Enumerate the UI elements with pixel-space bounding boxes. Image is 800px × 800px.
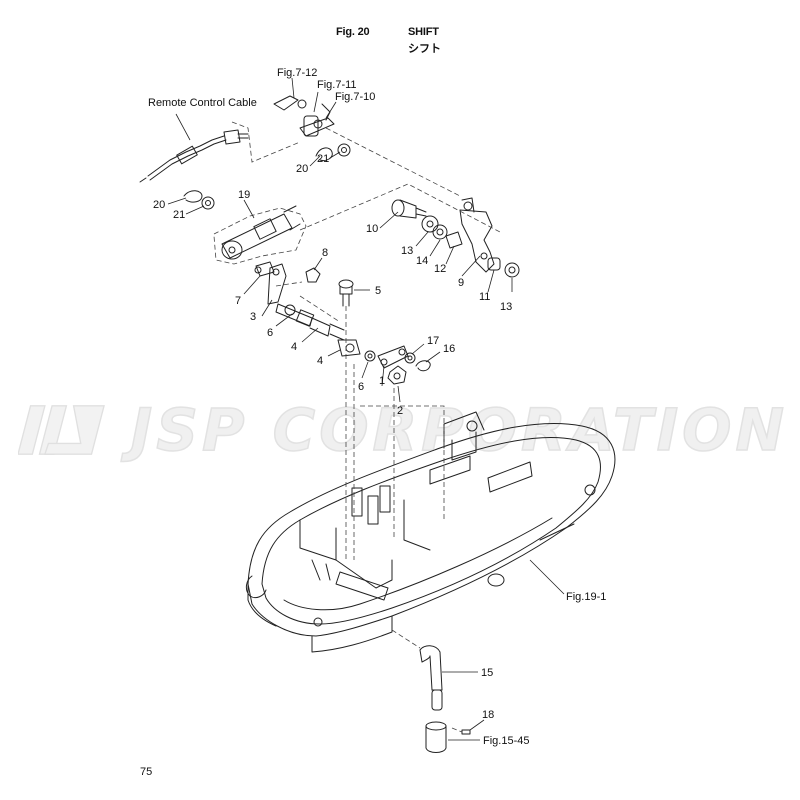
callout-17: 17 [427,335,439,347]
callout-21-upper: 21 [317,153,329,165]
label-remote-control-cable: Remote Control Cable [148,97,257,109]
figure-number: Fig. 20 [336,26,370,38]
callout-1: 1 [379,375,385,387]
figure-title: SHIFT [408,26,439,38]
label-fig-15-45: Fig.15-45 [483,735,529,747]
callout-6-upper: 6 [267,327,273,339]
callout-5: 5 [375,285,381,297]
callout-9: 9 [458,277,464,289]
washers-13-14-collar-12 [421,215,463,249]
nut-11-washer-13 [487,257,520,278]
callout-15: 15 [481,667,493,679]
label-fig-7-10: Fig.7-10 [335,91,375,103]
part-5-bolt [338,279,354,307]
callout-3: 3 [250,311,256,323]
callout-21-left: 21 [173,209,185,221]
callout-14: 14 [416,255,428,267]
part-3-bracket [267,263,287,305]
watermark-text: JSP CORPORATION [130,395,788,465]
part-10-bolt [391,199,427,219]
part-9-shift-lever [459,197,495,273]
part-callouts: 1 2 3 4 4 5 6 6 7 8 9 10 11 12 13 13 14 … [148,67,606,747]
part-1-link-plate [377,345,409,369]
part-15-hose [419,645,443,711]
callout-20-left: 20 [153,199,165,211]
page-number: 75 [140,766,153,778]
figure-title-japanese: シフト [408,43,441,55]
clip-washer-upper [315,143,351,161]
callout-19: 19 [238,189,250,201]
callout-10: 10 [366,223,378,235]
watermark: JSP CORPORATION [18,390,788,470]
callout-13-right: 13 [500,301,512,313]
part-7-pin [254,261,275,277]
part-8-nut [305,267,321,283]
washer-17-clip-16 [404,352,431,372]
callout-13-left: 13 [401,245,413,257]
callout-7: 7 [235,295,241,307]
part-4-6-link-rod [275,303,345,341]
callout-4-lower: 4 [317,355,323,367]
leader-lines [167,77,565,741]
assembly-guide-lines [213,121,501,733]
callout-4-upper: 4 [291,341,297,353]
clip-washer-left [183,190,215,210]
callout-18: 18 [482,709,494,721]
part-2-nut [387,365,407,385]
lower-cowling [245,411,616,653]
callout-16: 16 [443,343,455,355]
remote-control-cable [139,129,249,183]
callout-12: 12 [434,263,446,275]
lower-shift-fitting [425,721,471,753]
shift-rod-link-upper [273,95,335,137]
label-fig-7-11: Fig.7-11 [317,79,357,91]
callout-6-lower: 6 [358,381,364,393]
callout-8: 8 [322,247,328,259]
callout-11: 11 [479,291,490,303]
label-fig-7-12: Fig.7-12 [277,67,317,79]
callout-2: 2 [397,405,403,417]
callout-20-upper: 20 [296,163,308,175]
watermark-logo-icon [18,405,105,455]
part-4-rod-end [337,339,376,362]
label-fig-19-1: Fig.19-1 [566,591,606,603]
part-19-shift-rod [221,205,301,260]
